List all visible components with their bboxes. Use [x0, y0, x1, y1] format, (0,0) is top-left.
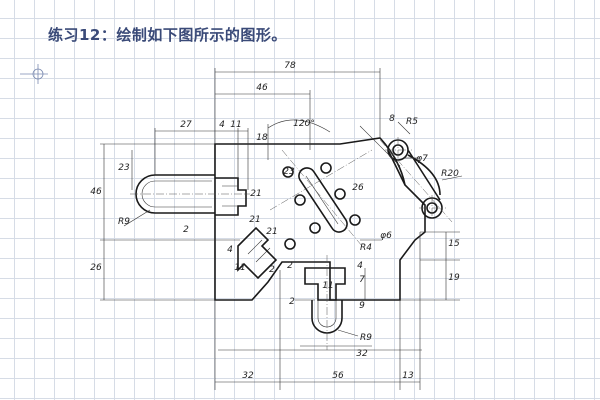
dim-19: 19 — [448, 273, 460, 283]
dim-46-top: 46 — [256, 83, 268, 93]
dim-r20: R20 — [441, 169, 459, 179]
dim-2-diag2: 2 — [287, 261, 293, 271]
dim-4-top: 4 — [219, 120, 225, 130]
dim-11-top: 11 — [230, 120, 241, 130]
dim-21-mid: 21 — [250, 189, 261, 199]
dim-21-diag2: 21 — [266, 227, 277, 237]
dim-18: 18 — [256, 133, 268, 143]
dim-56: 56 — [332, 371, 344, 381]
dim-r9-left: R9 — [118, 217, 130, 227]
dim-2-mid: 2 — [183, 225, 189, 235]
dim-9: 9 — [359, 301, 365, 311]
dim-26-left: 26 — [90, 263, 102, 273]
dim-32-bot: 32 — [356, 349, 368, 359]
dim-4-bot: 4 — [357, 261, 363, 271]
dim-phi7: φ7 — [416, 154, 428, 164]
dim-78: 78 — [284, 61, 296, 71]
dim-13: 13 — [402, 371, 414, 381]
dim-27: 27 — [180, 120, 192, 130]
dim-7: 7 — [359, 275, 365, 285]
dim-120deg: 120° — [293, 119, 315, 129]
dim-23-slot: 23 — [283, 167, 295, 177]
dim-r5: R5 — [406, 117, 418, 127]
dimension-labels: 78 46 27 4 11 18 120° 8 R5 φ7 R20 23 46 … — [90, 61, 460, 381]
dimension-lines — [100, 68, 463, 390]
dim-phi6: φ6 — [380, 231, 392, 241]
dim-8: 8 — [389, 114, 395, 124]
dim-4-diag: 4 — [227, 245, 233, 255]
dim-2-bot: 2 — [289, 297, 295, 307]
dim-11-bot: 11 — [322, 281, 333, 291]
dim-23: 23 — [118, 163, 130, 173]
dim-2-diag: 2 — [269, 265, 275, 275]
center-lines — [130, 137, 453, 350]
dim-r9-bot: R9 — [360, 333, 372, 343]
dim-r4: R4 — [360, 243, 372, 253]
dim-15: 15 — [448, 239, 460, 249]
dim-26-slot: 26 — [352, 183, 364, 193]
dim-46-left: 46 — [90, 187, 102, 197]
dim-11-diag: 11 — [234, 263, 245, 273]
dim-32-base: 32 — [242, 371, 254, 381]
exercise-title: 练习12：绘制如下图所示的图形。 — [48, 26, 287, 44]
dim-21-diag1: 21 — [249, 215, 260, 225]
margin-mark — [20, 64, 48, 84]
